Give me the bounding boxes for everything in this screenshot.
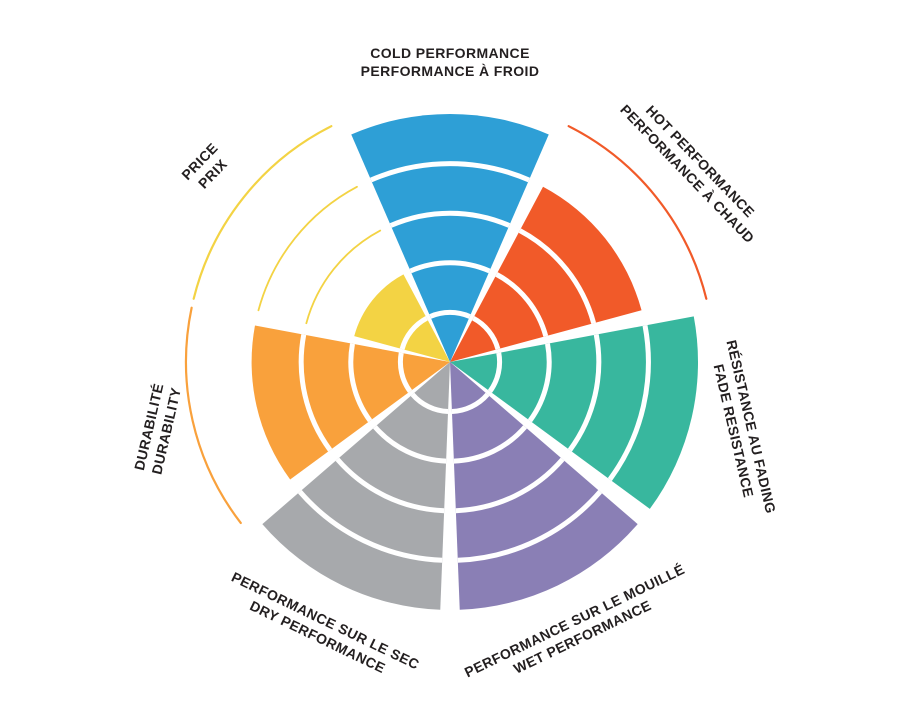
ring-separator-durability-1 <box>397 352 413 393</box>
ring-separator-wet-performance-3 <box>455 457 565 514</box>
empty-ring-arc-price-4 <box>257 185 358 312</box>
sector-fade-resistance <box>450 316 698 509</box>
sector-price <box>192 125 450 362</box>
ring-separator-wet-performance-1 <box>451 392 490 415</box>
outer-boundary-arc-durability <box>184 306 242 525</box>
ring-separator-cold-performance-3 <box>389 210 511 228</box>
ring-separator-fade-resistance-1 <box>487 352 503 393</box>
empty-ring-arc-price-3 <box>305 229 382 325</box>
label-line-2: PERFORMANCE À FROID <box>361 63 540 79</box>
label-line-2: PERFORMANCE À CHAUD <box>617 101 758 246</box>
ring-separator-durability-2 <box>348 343 373 423</box>
outer-boundary-arc-price <box>192 125 333 300</box>
sector-fill-wet-performance <box>450 362 638 610</box>
label-line-1: COLD PERFORMANCE <box>370 45 530 61</box>
ring-separator-dry-performance-3 <box>335 457 445 514</box>
sector-fill-cold-performance <box>351 114 549 362</box>
ring-separator-cold-performance-1 <box>429 309 471 319</box>
outer-boundary-arc-hot-performance <box>567 125 708 300</box>
ring-separator-fade-resistance-2 <box>527 343 552 423</box>
ring-separator-hot-performance-1 <box>471 315 501 350</box>
sector-fill-dry-performance <box>262 362 450 610</box>
label-cold-performance: COLD PERFORMANCE PERFORMANCE À FROID <box>361 45 540 79</box>
ring-separator-price-1 <box>399 315 429 350</box>
ring-separator-hot-performance-3 <box>518 228 597 324</box>
sector-durability <box>184 306 450 525</box>
sector-fill-fade-resistance <box>450 316 698 509</box>
ring-separator-fade-resistance-4 <box>607 325 651 482</box>
ring-separator-wet-performance-2 <box>453 425 527 464</box>
ring-separator-hot-performance-2 <box>495 272 549 337</box>
ring-separator-durability-3 <box>298 334 333 452</box>
ring-separator-dry-performance-1 <box>410 392 449 415</box>
ring-separator-dry-performance-2 <box>373 425 447 464</box>
sector-hot-performance <box>450 125 708 362</box>
ring-separator-dry-performance-4 <box>297 490 443 563</box>
sector-wet-performance <box>450 362 638 610</box>
sector-dry-performance <box>262 362 450 610</box>
ring-separator-cold-performance-2 <box>409 260 491 274</box>
ring-separator-cold-performance-4 <box>370 161 530 183</box>
sector-cold-performance <box>351 114 549 362</box>
sector-fill-price <box>354 274 450 362</box>
ring-separator-fade-resistance-3 <box>567 334 602 452</box>
ring-separator-wet-performance-4 <box>457 490 603 563</box>
